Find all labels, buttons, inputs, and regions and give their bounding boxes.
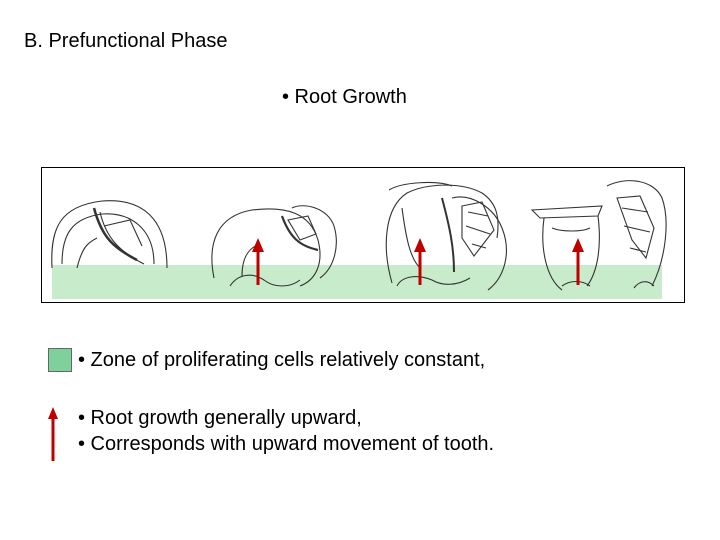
zone-color-swatch [48,348,72,372]
proliferation-zone-band [52,265,662,299]
tooth-stage-4 [530,180,667,291]
red-arrow-icon [48,407,58,461]
growth-arrow-stage-4 [572,238,584,285]
growth-arrow-stage-2 [252,238,264,285]
zone-legend-text: • Zone of proliferating cells relatively… [78,349,486,371]
arrow-legend-line-1: • Root growth generally upward, [78,407,362,429]
slide-subtitle: • Root Growth [282,86,407,108]
growth-arrow-stage-3 [414,238,426,285]
tooth-stages-illustration [51,180,667,299]
section-title: B. Prefunctional Phase [24,30,228,52]
tooth-development-figure [41,167,685,303]
arrow-legend-text: • Root growth generally upward, • Corres… [78,405,494,457]
tooth-stage-2 [211,205,337,287]
tooth-stage-3 [385,182,507,291]
tooth-stage-1 [51,200,168,269]
arrow-legend-line-2: • Corresponds with upward movement of to… [78,433,495,455]
growth-arrows [252,238,584,285]
